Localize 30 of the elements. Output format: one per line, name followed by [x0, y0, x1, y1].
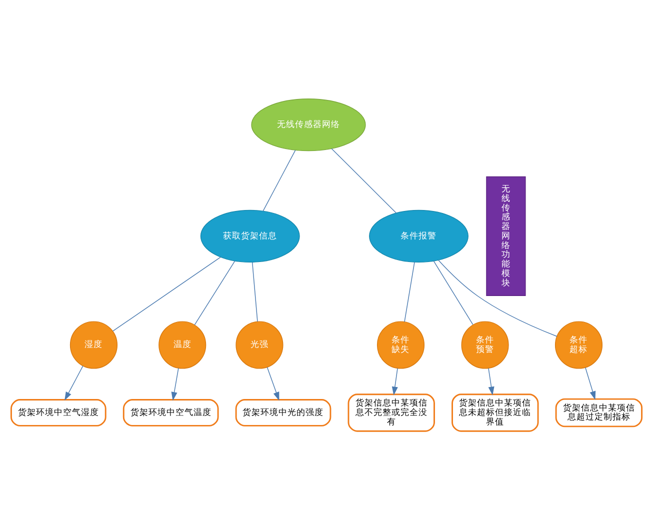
node-ellipse: 获取货架信息 — [200, 209, 300, 262]
connector — [194, 260, 236, 325]
connector — [112, 256, 222, 331]
connector — [433, 260, 474, 324]
connector — [438, 259, 558, 336]
node-circle: 条件缺失 — [376, 320, 424, 368]
connector — [262, 149, 296, 211]
connector — [404, 261, 415, 322]
connector — [331, 148, 397, 213]
arrow — [171, 367, 179, 400]
node-box: 货架信息中某项信息超过定制指标 — [555, 398, 643, 427]
arrow — [266, 366, 280, 400]
node-circle: 条件超标 — [554, 320, 603, 368]
arrow — [585, 366, 596, 400]
node-box: 货架信息中某项信息不完整或完全没有 — [348, 393, 435, 432]
node-box: 货架环境中光的强度 — [235, 398, 332, 426]
node-box: 货架信息中某项信息未超标但接近临界值 — [452, 393, 539, 432]
node-circle: 湿度 — [70, 320, 118, 368]
arrow — [392, 367, 398, 395]
arrow — [64, 365, 84, 400]
node-circle: 光强 — [236, 320, 284, 368]
node-box: 货架环境中空气温度 — [122, 398, 219, 426]
arrow — [488, 367, 494, 395]
connector — [252, 261, 258, 322]
node-ellipse: 无线传感器网络 — [251, 98, 366, 151]
node-box: 货架环境中空气湿度 — [10, 398, 106, 426]
node-circle: 温度 — [158, 320, 206, 368]
node-circle: 条件预警 — [461, 320, 509, 368]
node-ellipse: 条件报警 — [369, 209, 468, 262]
node-box: 无线传感器网络功能模块 — [486, 176, 526, 296]
